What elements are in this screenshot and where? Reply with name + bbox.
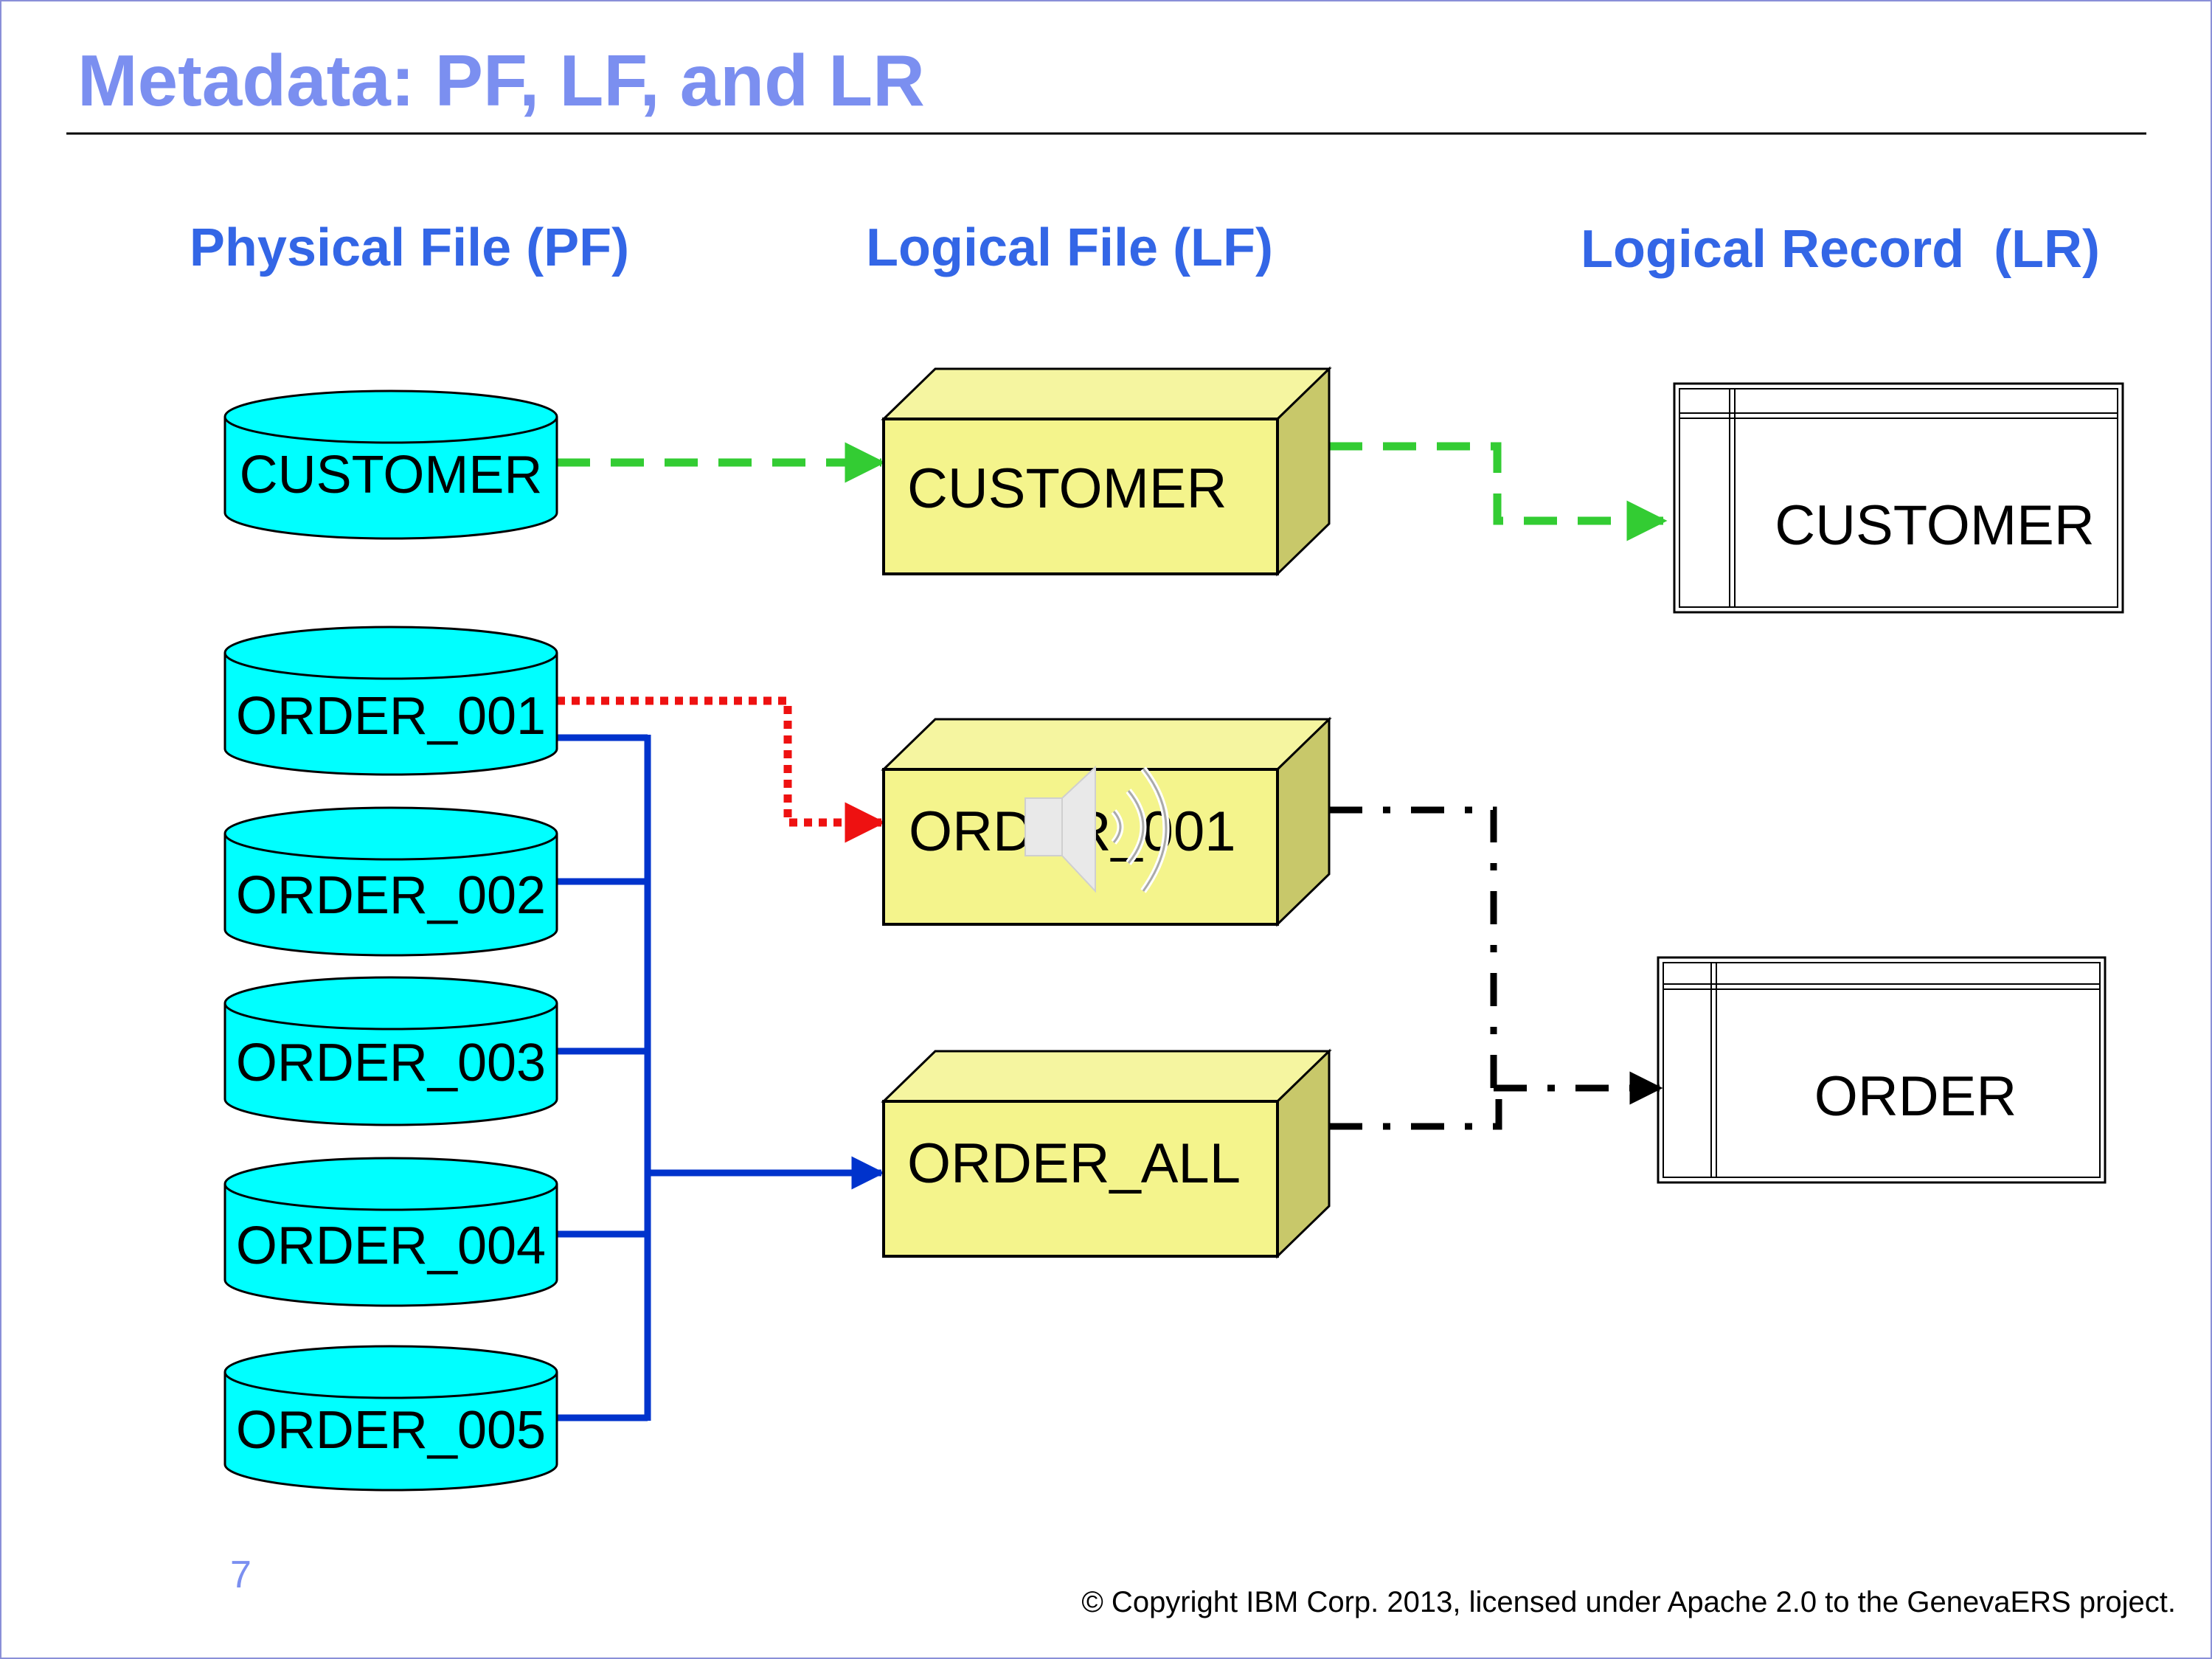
pf-cylinder-order002: ORDER_002 [223, 806, 558, 957]
column-header-lf: Logical File (LF) [866, 218, 1273, 277]
lr-record-customer: CUSTOMER [1673, 382, 2124, 614]
lf-box-customer: CUSTOMER [881, 366, 1332, 577]
pf-cylinder-order004: ORDER_004 [223, 1157, 558, 1307]
lf-box-order001: ORDER_001 [881, 716, 1332, 927]
pf-label-order003: ORDER_003 [236, 1033, 546, 1092]
column-header-lr: Logical Record (LR) [1581, 220, 2100, 279]
pf-label-order004: ORDER_004 [236, 1216, 546, 1275]
pf-label-order002: ORDER_002 [236, 866, 546, 925]
physical-files: CUSTOMER ORDER_001 ORDER_002 ORDER_003 O… [223, 389, 558, 1492]
slide-title: Metadata: PF, LF, and LR [77, 40, 925, 121]
page-number: 7 [230, 1554, 252, 1596]
lf-box-orderall: ORDER_ALL [881, 1048, 1332, 1259]
pf-label-order005: ORDER_005 [236, 1401, 546, 1460]
link-pf-order001-to-lf-order001 [557, 696, 886, 843]
logical-files: CUSTOMER ORDER_001 ORDER_ALL [881, 366, 1332, 1259]
lr-record-order: ORDER [1657, 956, 2107, 1184]
pf-label-customer: CUSTOMER [240, 446, 543, 505]
lr-label-order: ORDER [1814, 1065, 2017, 1128]
lf-label-orderall: ORDER_ALL [907, 1132, 1241, 1195]
pf-label-order001: ORDER_001 [236, 687, 546, 746]
connectors [557, 442, 1668, 1421]
column-header-pf: Physical File (PF) [190, 218, 629, 277]
speaker-icon[interactable] [1024, 765, 1170, 893]
pf-cylinder-order005: ORDER_005 [223, 1345, 558, 1492]
link-lf-orderall-to-lr-order [1329, 1088, 1502, 1130]
pf-cylinder-customer: CUSTOMER [223, 389, 558, 540]
copyright-notice: © Copyright IBM Corp. 2013, licensed und… [1081, 1586, 2176, 1618]
lf-label-customer: CUSTOMER [907, 457, 1227, 520]
lr-label-customer: CUSTOMER [1775, 494, 2095, 557]
pf-cylinder-order003: ORDER_003 [223, 976, 558, 1126]
logical-records: CUSTOMER ORDER [1657, 382, 2124, 1184]
link-lf-customer-to-lr-customer [1329, 442, 1668, 541]
pf-cylinder-order001: ORDER_001 [223, 626, 558, 776]
link-lf-order001-to-lr-order [1329, 806, 1497, 1088]
